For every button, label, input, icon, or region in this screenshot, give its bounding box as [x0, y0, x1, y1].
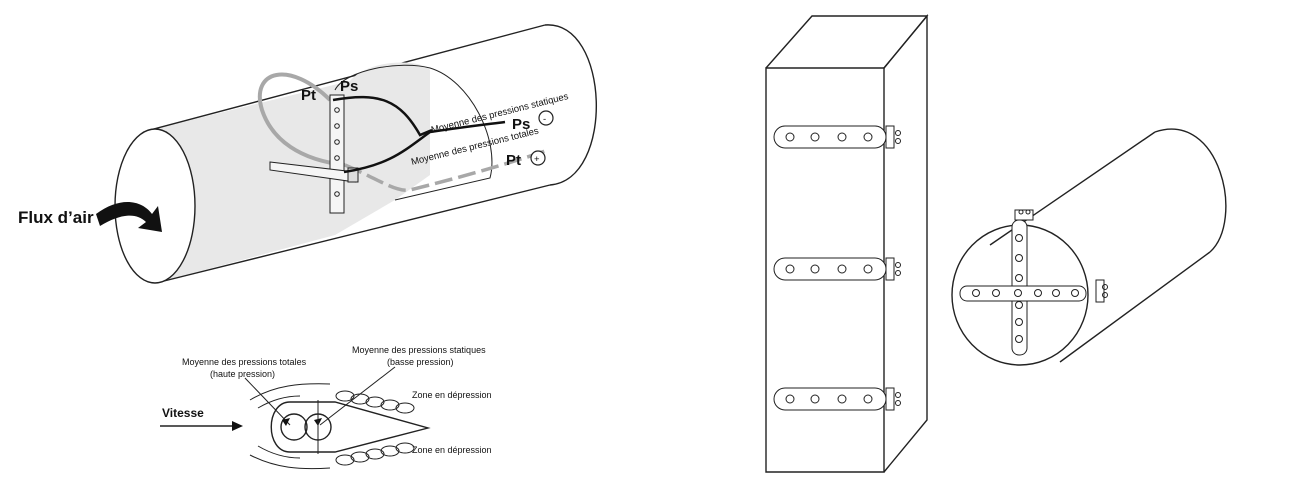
flow-line-4	[257, 445, 301, 459]
round-duct-back-end	[1154, 128, 1227, 253]
pt-output-label: Pt	[506, 152, 521, 169]
pt-sign: +	[534, 154, 540, 165]
total-port-icon	[280, 413, 308, 441]
flow-label: Flux d’air	[18, 208, 94, 227]
velocity-label: Vitesse	[162, 406, 204, 420]
plus-sign-icon	[530, 150, 546, 166]
probe-body	[270, 401, 431, 453]
probe-connector	[347, 167, 359, 183]
minus-sign-icon	[538, 110, 554, 126]
total-pressure-output-tube	[344, 148, 549, 192]
flow-line-3	[249, 454, 331, 470]
upper-vortices	[335, 390, 415, 414]
airflow-arrow-icon	[96, 201, 162, 232]
round-duct-bottom-edge	[1059, 251, 1211, 363]
ps-sign: -	[543, 114, 546, 125]
static-pressure-output-tube	[343, 120, 506, 174]
flow-line-1	[249, 383, 331, 401]
round-duct-with-probes: Flux d’air Pt Ps Moyenne des pressions s…	[18, 24, 597, 284]
rect-probe-2	[773, 257, 901, 281]
round-duct-cross	[951, 128, 1227, 366]
velocity-arrowhead-icon	[232, 421, 243, 431]
total-label-line1: Moyenne des pressions totales	[182, 357, 307, 367]
probe-cross-section: Moyenne des pressions totales (haute pre…	[160, 345, 492, 470]
static-label-line2: (basse pression)	[387, 357, 454, 367]
rect-probe-3	[773, 387, 901, 411]
round-vertical-probe	[1011, 209, 1034, 356]
static-label-line1: Moyenne des pressions statiques	[352, 345, 486, 355]
total-port-marker	[282, 418, 290, 426]
ps-output-label: Ps	[512, 116, 530, 133]
lower-vortices	[335, 442, 415, 466]
rectangular-duct	[765, 14, 929, 473]
static-leader-line	[319, 366, 396, 426]
pt-probe-label: Pt	[301, 87, 316, 104]
rect-probe-1	[773, 125, 901, 149]
flow-line-2	[257, 395, 301, 409]
static-pressure-tube	[332, 95, 433, 137]
vertical-probe	[329, 94, 345, 214]
rect-duct-side	[883, 14, 928, 473]
duct-bottom-edge	[159, 184, 551, 283]
depression-bottom-label: Zone en dépression	[412, 445, 492, 455]
ps-probe-label: Ps	[340, 78, 358, 95]
rect-duct-top	[765, 15, 929, 69]
duct-cutaway-curve	[334, 64, 493, 201]
total-pressure-loop-tube	[258, 72, 346, 167]
duct-right-end	[544, 24, 597, 186]
total-label-line2: (haute pression)	[210, 369, 275, 379]
total-leader-line	[244, 377, 291, 426]
depression-top-label: Zone en dépression	[412, 390, 492, 400]
round-horizontal-probe	[959, 279, 1108, 303]
